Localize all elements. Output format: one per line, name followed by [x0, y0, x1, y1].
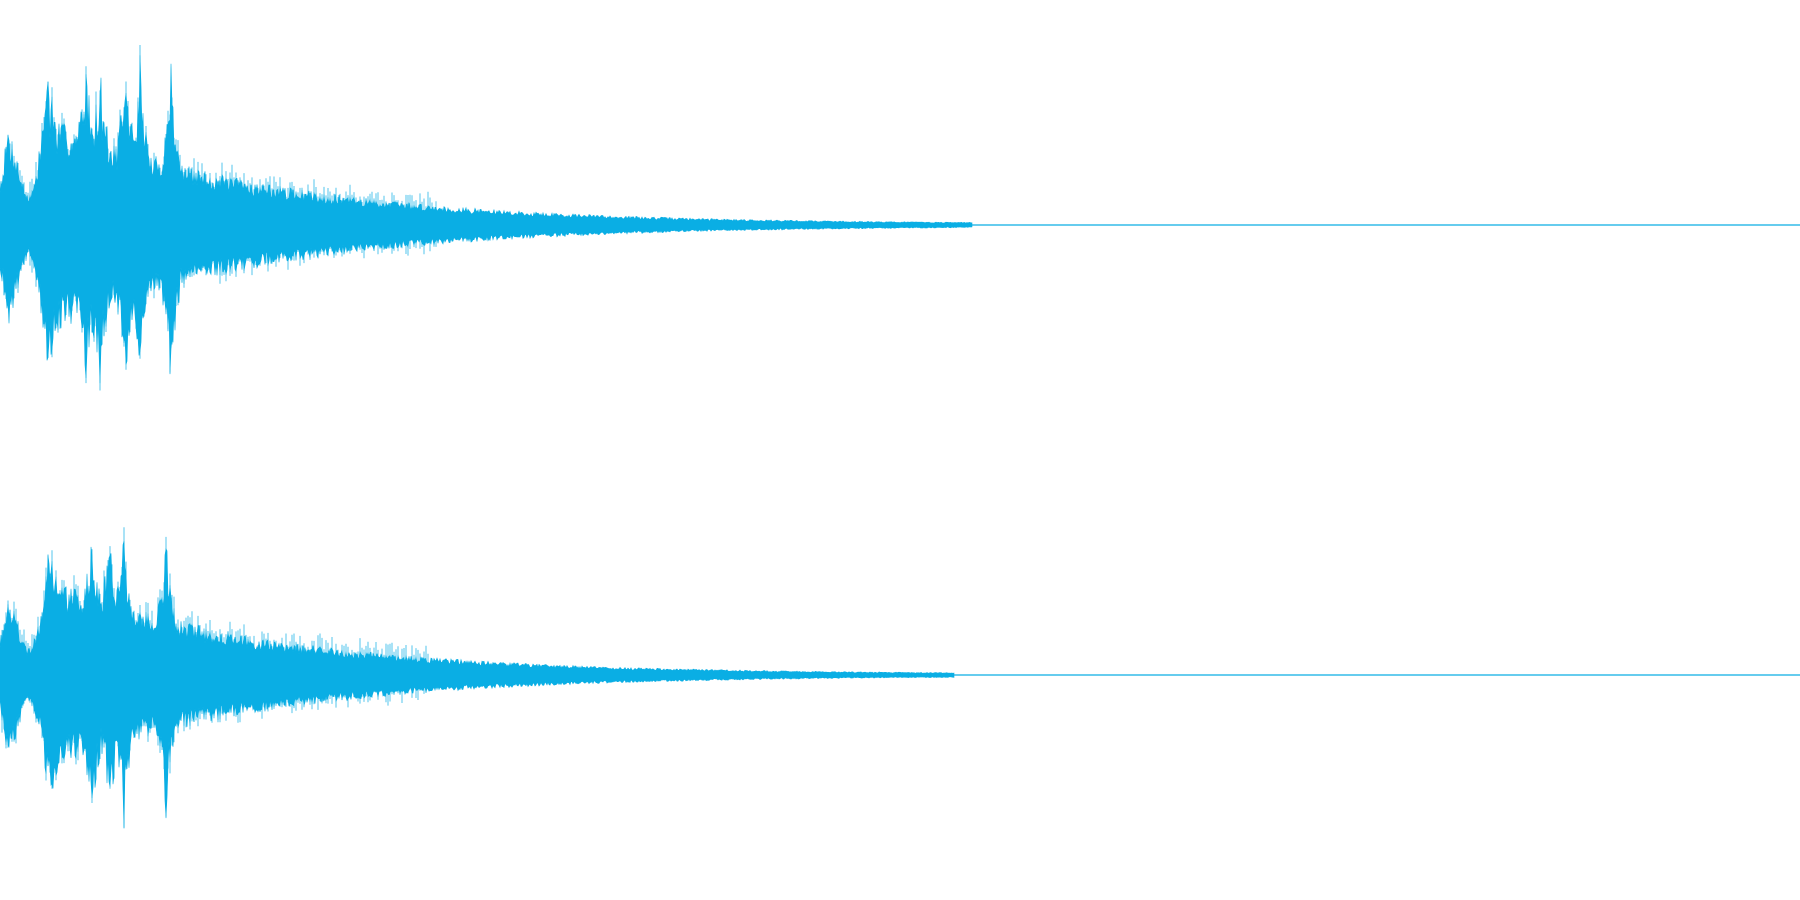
waveform-channel-1 [0, 45, 1800, 391]
waveform-envelope [0, 541, 955, 828]
waveform-channel-2 [0, 527, 1800, 829]
waveform-envelope [0, 55, 973, 384]
